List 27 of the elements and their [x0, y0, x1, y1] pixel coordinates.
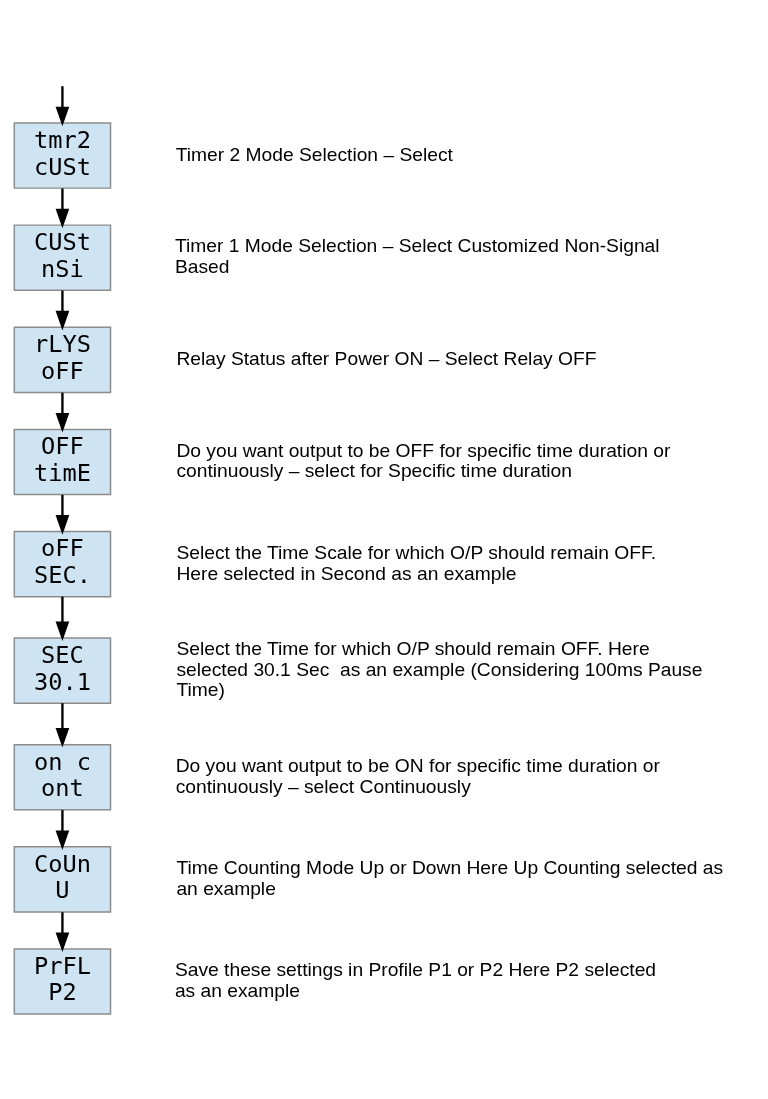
arrow [55, 912, 70, 953]
node-label: Save these settings in Profile P1 or P2 Here P2 selected as an example [174, 959, 657, 1001]
arrow [55, 86, 70, 127]
node-box: OFF timE [13, 428, 112, 496]
arrow [55, 290, 70, 331]
node-box: SEC 30.1 [13, 637, 112, 704]
node-label: Timer 1 Mode Selection – Select Customized Non-Signal Based [174, 235, 660, 278]
node-box: CoUn U [13, 846, 112, 913]
node-label: Select the Time for which O/P should remain OFF. Here selected 30.1 Sec as an example (Considering 100ms Pause Time) [176, 637, 703, 701]
arrow [55, 596, 70, 641]
arrow [55, 188, 70, 229]
arrow [55, 810, 70, 850]
node-label: Select the Time Scale for which O/P should remain OFF. Here selected in Second as an example [176, 541, 657, 584]
arrow [55, 494, 70, 535]
node-label: Time Counting Mode Up or Down Here Up Counting selected as an example [176, 857, 724, 899]
node-box: tmr2 cUSt [13, 122, 112, 189]
node-box: on c ont [13, 743, 112, 811]
node-label: Do you want output to be ON for specific time duration or continuously – select Continuously [175, 754, 660, 797]
node-box: oFF SEC. [13, 530, 112, 598]
node-box: rLYS oFF [13, 326, 112, 394]
node-box: PrFL P2 [13, 948, 112, 1015]
node-label: Do you want output to be OFF for specific time duration or continuously – select for Specific time duration [176, 439, 671, 482]
node-box: CUSt nSi [13, 224, 112, 291]
arrow [55, 703, 70, 748]
arrow [55, 392, 70, 433]
node-label: Relay Status after Power ON – Select Relay OFF [176, 347, 597, 369]
node-label: Timer 2 Mode Selection – Select [175, 143, 453, 165]
